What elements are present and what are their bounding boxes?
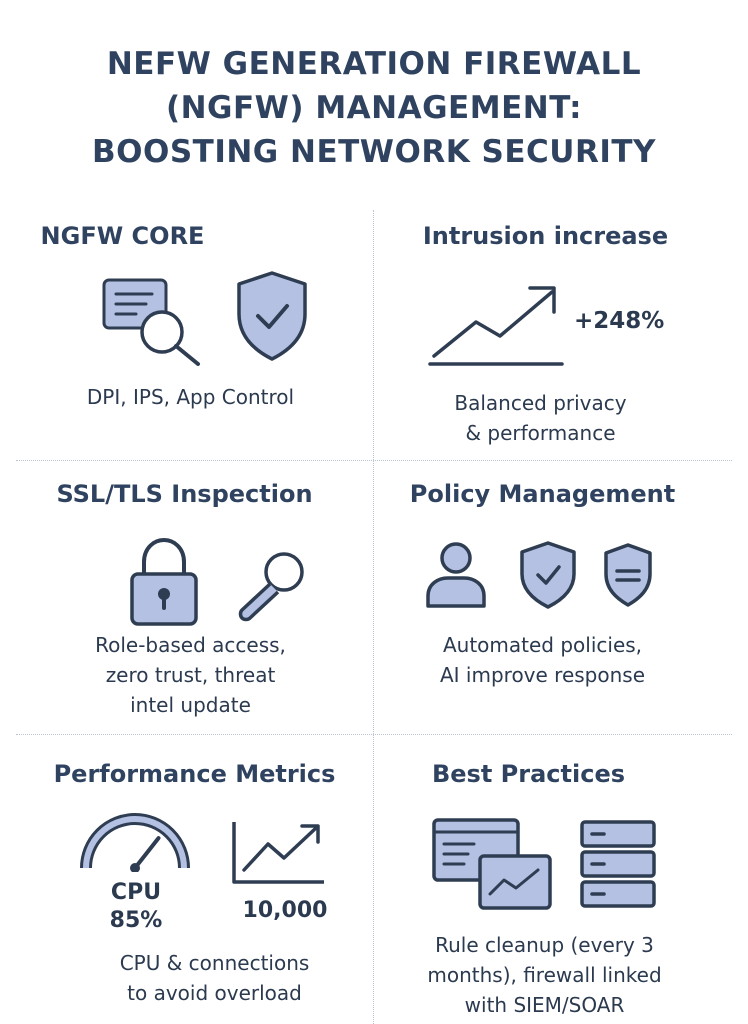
- connections-value: 10,000: [242, 898, 328, 923]
- description-line-2: months), firewall linked: [427, 963, 662, 987]
- section-intrusion: Intrusion increase +248% Balanced privac…: [374, 210, 731, 460]
- section-heading: NGFW CORE: [40, 222, 205, 250]
- description-line-1: CPU & connections: [119, 951, 310, 975]
- intrusion-increase-value: +248%: [574, 308, 665, 334]
- section-heading: Best Practices: [431, 760, 626, 788]
- description-line-3: intel update: [130, 693, 251, 717]
- description-line-3: with SIEM/SOAR: [464, 993, 625, 1017]
- page-title: NEFW GENERATION FIREWALL (NGFW) MANAGEME…: [0, 42, 748, 174]
- section-policy-management: Policy Management Automated policies, AI…: [374, 460, 731, 734]
- title-line-1: NEFW GENERATION FIREWALL: [106, 46, 642, 82]
- description-line-1: Rule cleanup (every 3: [435, 933, 654, 957]
- trend-up-arrow-icon: [428, 286, 564, 366]
- line-chart-icon: [232, 822, 324, 884]
- server-rack-icon: [580, 820, 656, 908]
- dashboard-windows-icon: [432, 818, 552, 910]
- section-description: CPU & connections to avoid overload: [36, 948, 393, 1008]
- section-heading: Policy Management: [409, 480, 676, 508]
- shield-check-icon: [237, 271, 307, 361]
- section-description: DPI, IPS, App Control: [86, 385, 295, 409]
- horizontal-divider-2: [16, 734, 732, 735]
- section-description: Automated policies, AI improve response: [364, 630, 721, 690]
- title-line-2: (NGFW) MANAGEMENT:: [165, 90, 583, 126]
- section-description: Role-based access, zero trust, threat in…: [12, 630, 369, 720]
- section-heading: Performance Metrics: [53, 760, 336, 788]
- section-performance-metrics: Performance Metrics CPU 85% 10,000 CPU &…: [16, 734, 373, 1024]
- cpu-value: 85%: [109, 908, 163, 933]
- horizontal-divider-1: [16, 460, 732, 461]
- description-line-2: & performance: [465, 421, 616, 445]
- section-ngfw-core: NGFW CORE DPI, IPS, App Control: [16, 210, 373, 460]
- document-search-icon: [102, 278, 200, 366]
- shield-badge-icon: [604, 543, 652, 607]
- description-line-1: Role-based access,: [95, 633, 286, 657]
- cpu-label: CPU: [110, 880, 162, 905]
- section-description: Rule cleanup (every 3 months), firewall …: [366, 930, 723, 1020]
- description-line-1: Automated policies,: [442, 633, 643, 657]
- description-line-1: Balanced privacy: [454, 391, 627, 415]
- gauge-needle: [133, 836, 161, 870]
- description-line-2: zero trust, threat: [105, 663, 276, 687]
- description-line-2: to avoid overload: [127, 981, 302, 1005]
- section-description: Balanced privacy & performance: [362, 388, 719, 448]
- user-icon: [426, 542, 486, 608]
- section-heading: Intrusion increase: [422, 222, 669, 250]
- shield-check-icon: [520, 541, 576, 609]
- padlock-icon: [130, 537, 198, 626]
- section-ssl-tls: SSL/TLS Inspection Role-based access, ze…: [16, 460, 373, 734]
- section-heading: SSL/TLS Inspection: [56, 480, 313, 508]
- title-line-3: BOOSTING NETWORK SECURITY: [92, 134, 656, 170]
- section-best-practices: Best Practices Rule cleanup (every 3 mon…: [374, 734, 731, 1024]
- gauge-icon: [80, 813, 190, 872]
- vertical-divider: [373, 210, 374, 1024]
- description-line-2: AI improve response: [439, 663, 646, 687]
- key-icon: [238, 552, 304, 622]
